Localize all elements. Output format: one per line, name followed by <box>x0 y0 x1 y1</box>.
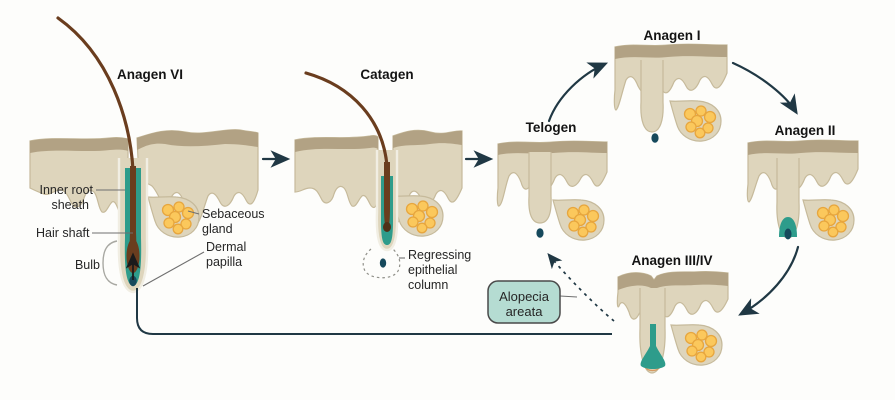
pointer-dermal-papilla <box>142 251 205 287</box>
alopecia-box-shape <box>487 280 561 324</box>
dermal-papilla-dot <box>784 228 792 240</box>
panel-anagen-vi: Anagen VI Inner root sheath Hair shaft B… <box>29 16 265 294</box>
dermal-papilla-dot <box>536 228 544 238</box>
panel-anagen-ii: Anagen II <box>746 123 859 241</box>
arrow-anagen-ii-to-anagen-iii-iv <box>738 245 800 316</box>
stage-title-catagen: Catagen <box>360 67 413 82</box>
hair-germ-cap <box>779 217 797 237</box>
alopecia-box-line2: areata <box>506 304 544 319</box>
arrow-anagen-i-to-anagen-ii <box>731 61 798 115</box>
club-hair-tip <box>383 222 391 232</box>
regression-dashed-outline <box>362 248 401 279</box>
alopecia-box-line1: Alopecia <box>499 289 550 304</box>
stage-title-anagen-vi: Anagen VI <box>117 67 183 82</box>
label-papilla: papilla <box>206 255 242 269</box>
stage-title-anagen-i: Anagen I <box>643 28 700 43</box>
hair-strand <box>56 16 135 172</box>
hair-shaft-shape <box>384 162 390 228</box>
label-regressing: Regressing <box>408 248 471 262</box>
growing-hair-peg <box>640 324 666 369</box>
dermal-papilla-dot <box>651 133 659 143</box>
panel-telogen: Telogen <box>496 120 608 241</box>
skin-epidermis <box>615 44 727 59</box>
sebaceous-gland <box>147 196 200 238</box>
panel-catagen: Catagen Regressing epithelial column <box>294 67 471 292</box>
label-epithelial: epithelial <box>408 263 457 277</box>
dermal-papilla-dot <box>129 275 137 287</box>
bulb-bracket <box>102 240 118 286</box>
alopecia-box-connector <box>559 295 578 298</box>
arrow-alopecia-shortcut-to-telogen <box>547 253 615 322</box>
label-gland: gland <box>202 222 233 236</box>
dermal-papilla-dot <box>379 258 387 268</box>
skin-epidermis-left <box>30 137 128 153</box>
skin-epidermis-left <box>295 135 378 152</box>
sebaceous-gland <box>802 199 855 241</box>
feedback-line-to-anagen-vi-bulb <box>136 288 612 335</box>
sebaceous-gland <box>670 324 723 366</box>
skin-epidermis-right <box>393 130 462 148</box>
pointer-sebaceous-gland <box>187 210 200 215</box>
stage-title-anagen-iii-iv: Anagen III/IV <box>631 253 712 268</box>
label-bulb: Bulb <box>75 258 100 272</box>
skin-epidermis <box>618 271 728 291</box>
hair-strand <box>304 71 389 168</box>
skin-epidermis <box>748 140 858 155</box>
alopecia-areata-box: Alopecia areata <box>487 280 578 324</box>
label-inner-root: Inner root <box>39 183 93 197</box>
label-hair-shaft: Hair shaft <box>36 226 90 240</box>
sebaceous-gland <box>391 195 444 237</box>
stage-title-anagen-ii: Anagen II <box>775 123 836 138</box>
arrow-telogen-to-anagen-i <box>547 62 609 123</box>
panel-anagen-iii-iv: Anagen III/IV <box>616 253 729 374</box>
label-sheath: sheath <box>51 198 89 212</box>
label-dermal: Dermal <box>206 240 246 254</box>
follicle-stub <box>528 152 552 224</box>
follicle-stub <box>640 60 664 133</box>
label-column: column <box>408 278 448 292</box>
skin-epidermis-right <box>137 129 258 150</box>
label-sebaceous: Sebaceous <box>202 207 265 221</box>
skin-epidermis <box>498 141 607 155</box>
stage-title-telogen: Telogen <box>526 120 577 135</box>
sebaceous-gland <box>669 100 722 142</box>
panel-anagen-i: Anagen I <box>613 28 728 143</box>
sebaceous-gland <box>552 199 605 241</box>
